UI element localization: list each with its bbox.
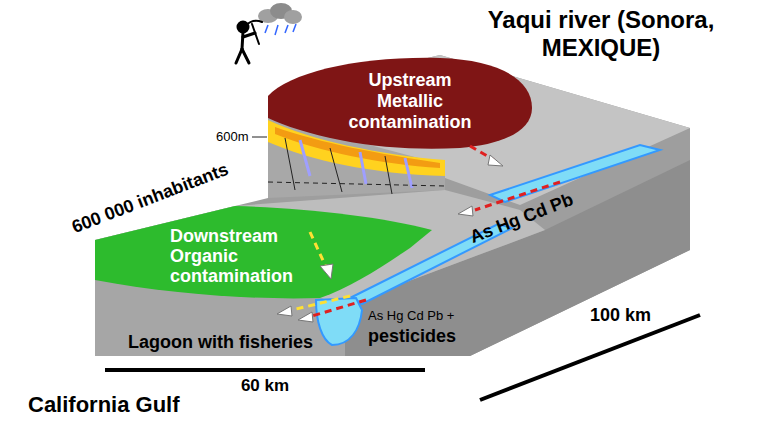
rain [293,24,296,32]
map-label: 60 km [241,376,289,396]
map-label: pesticides [368,325,456,347]
label-holder: As Hg Cd Pb [467,207,576,229]
zone-label: Upstream Metallic contamination [340,70,480,133]
miner-arm [243,33,255,37]
lower-top-surface [95,190,545,305]
pickaxe-head [245,21,262,26]
flow-arrowhead [458,206,473,216]
miner [236,21,262,63]
scale-bar [105,368,425,372]
zone-shape-group [268,58,532,166]
label-holder: pesticides [368,325,456,347]
fault-line [385,156,392,194]
rain [265,25,268,33]
rain [275,25,278,35]
flow-line [310,232,326,267]
upper-top-surface [268,55,690,205]
lagoon [316,298,362,345]
label-holder: 600m [216,129,249,145]
rain [285,25,288,33]
map-label: 100 km [590,304,651,326]
diagram-title: Yaqui river (Sonora, MEXIQUE) [485,6,717,62]
flow-arrowhead [277,306,292,316]
label-holder: Lagoon with fisheries [128,331,313,353]
miner-leg [236,49,242,63]
zone-area [268,58,532,149]
vein [360,152,366,184]
map-label: California Gulf [28,392,180,418]
flow-arrowhead [320,264,333,279]
miner-body [242,32,243,49]
upper-river [490,145,660,202]
label-holder: 60 km [241,376,289,396]
label-holder: 600 000 inhabitants [67,187,233,209]
contamination-zone: Downstream Organic contamination [95,200,440,305]
contamination-zone: Upstream Metallic contamination [268,52,536,157]
label-holder: As Hg Cd Pb + [368,308,454,324]
vein [300,140,310,176]
label-holder: California Gulf [28,392,180,418]
depth-line [268,182,445,186]
map-label: Lagoon with fisheries [128,331,313,353]
pickaxe-handle [252,24,259,44]
flow-arrowhead [298,312,313,322]
map-label: 600m [216,129,249,145]
zone-label: Downstream Organic contamination [170,226,310,286]
cloud [258,3,302,35]
zone-shape-group [95,206,432,298]
vein [405,158,412,188]
miner-leg [242,49,249,63]
cloud-part [284,10,302,24]
depth-leader [252,137,267,138]
zone-area [95,206,432,298]
zone-shape [95,200,440,305]
fault-line [330,148,342,192]
block-silhouette [95,55,690,356]
label-holder: 100 km [590,304,651,326]
map-label: As Hg Cd Pb + [368,308,454,324]
scale-bar [480,315,700,400]
flow-arrowhead [488,155,503,166]
